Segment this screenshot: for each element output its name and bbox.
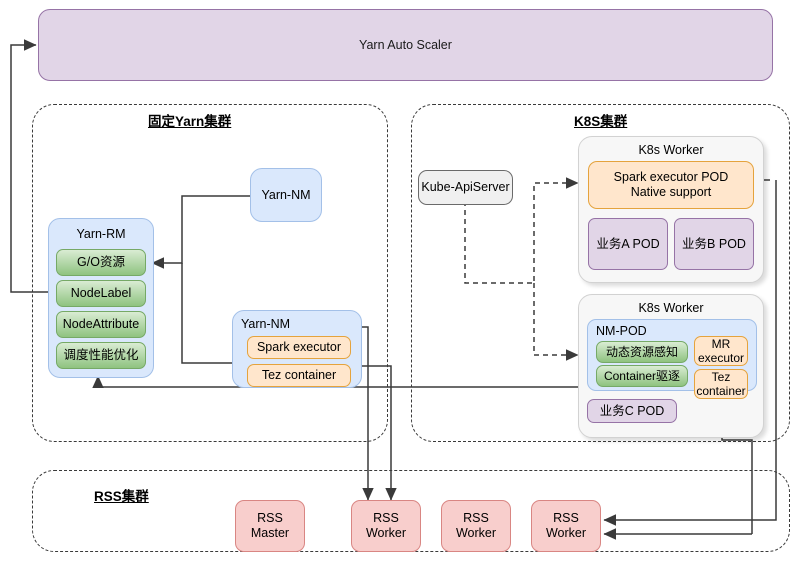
rss-worker-1-line2: Worker <box>365 526 407 540</box>
business-a-pod[interactable]: 业务A POD <box>588 218 668 270</box>
kube-apiserver-box[interactable]: Kube-ApiServer <box>418 170 513 205</box>
rss-worker-2-line1: RSS <box>463 511 489 526</box>
cluster-yarn <box>32 104 388 442</box>
tez-container-k8s-box[interactable]: Tez container <box>694 369 748 399</box>
spark-executor-box[interactable]: Spark executor <box>247 336 351 359</box>
yarn-rm-title: Yarn-RM <box>76 227 126 241</box>
rss-worker-3-line2: Worker <box>545 526 587 540</box>
spark-executor-pod-line2: Native support <box>630 185 712 199</box>
yarn-nm-bottom-title: Yarn-NM <box>241 317 291 331</box>
rss-worker-1-line1: RSS <box>373 511 399 526</box>
mr-executor-line2: executor <box>697 351 745 365</box>
rss-worker-2-line2: Worker <box>455 526 497 540</box>
nm-pod-dynamic-resource[interactable]: 动态资源感知 <box>596 341 688 363</box>
yarn-rm-item-nodelabel[interactable]: NodeLabel <box>56 280 146 307</box>
rss-master-line1: RSS <box>257 511 283 526</box>
spark-executor-pod-line1: Spark executor POD <box>613 170 729 185</box>
tez-container-k8s-line1: Tez <box>711 369 731 384</box>
yarn-auto-scaler-label: Yarn Auto Scaler <box>359 37 452 52</box>
tez-container-k8s-line2: container <box>696 384 746 398</box>
k8s-worker-bottom[interactable]: K8s Worker NM-POD 动态资源感知 Container驱逐 MR … <box>578 294 764 438</box>
k8s-worker-top[interactable]: K8s Worker Spark executor POD Native sup… <box>578 136 764 283</box>
rss-worker-3-line1: RSS <box>553 511 579 526</box>
yarn-rm-box[interactable]: Yarn-RM G/O资源 NodeLabel NodeAttribute 调度… <box>48 218 154 378</box>
cluster-k8s-title: K8S集群 <box>574 114 628 129</box>
nm-pod-box[interactable]: NM-POD 动态资源感知 Container驱逐 MR executor Te… <box>587 319 757 399</box>
cluster-yarn-title: 固定Yarn集群 <box>148 114 232 129</box>
nm-pod-title: NM-POD <box>596 324 647 338</box>
yarn-nm-top-box[interactable]: Yarn-NM <box>250 168 322 222</box>
nm-pod-container-evict[interactable]: Container驱逐 <box>596 365 688 387</box>
rss-master-node[interactable]: RSS Master <box>235 500 305 552</box>
rss-worker-node-1[interactable]: RSS Worker <box>351 500 421 552</box>
mr-executor-line1: MR <box>711 336 731 351</box>
cluster-rss-title: RSS集群 <box>94 489 149 504</box>
yarn-nm-bottom-box[interactable]: Yarn-NM Spark executor Tez container <box>232 310 362 388</box>
cluster-k8s <box>411 104 790 442</box>
business-c-pod[interactable]: 业务C POD <box>587 399 677 423</box>
k8s-worker-top-title: K8s Worker <box>638 143 704 157</box>
business-b-pod[interactable]: 业务B POD <box>674 218 754 270</box>
tez-container-box[interactable]: Tez container <box>247 364 351 387</box>
mr-executor-box[interactable]: MR executor <box>694 336 748 366</box>
spark-executor-pod-box[interactable]: Spark executor POD Native support <box>588 161 754 209</box>
yarn-rm-item-go-resource[interactable]: G/O资源 <box>56 249 146 276</box>
rss-worker-node-2[interactable]: RSS Worker <box>441 500 511 552</box>
yarn-auto-scaler-box[interactable]: Yarn Auto Scaler <box>38 9 773 81</box>
yarn-rm-item-nodeattribute[interactable]: NodeAttribute <box>56 311 146 338</box>
rss-master-line2: Master <box>250 526 290 540</box>
yarn-rm-item-scheduler-opt[interactable]: 调度性能优化 <box>56 342 146 369</box>
k8s-worker-bottom-title: K8s Worker <box>638 301 704 315</box>
rss-worker-node-3[interactable]: RSS Worker <box>531 500 601 552</box>
